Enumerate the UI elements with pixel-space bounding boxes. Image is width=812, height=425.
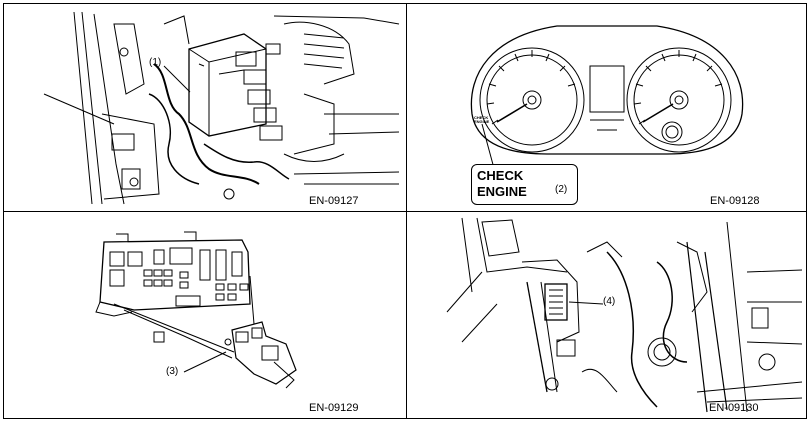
mini-fuse-rows (143, 269, 249, 301)
check-engine-lamp-callout (471, 164, 578, 205)
left-dial-ticks (486, 50, 576, 125)
connector-location-illustration (446, 217, 803, 413)
callout-3: (3) (166, 366, 179, 377)
panel-divider-horizontal (4, 211, 806, 212)
lamp-indicator-line1: CHECK (474, 115, 489, 120)
check-engine-lamp-label: CHECK ENGINE (477, 168, 527, 200)
panel-connector-location: (4) EN-09130 (407, 212, 808, 420)
callout-4: (4) (603, 296, 616, 307)
panel-ecm-location: (1) EN-09127 (4, 4, 406, 211)
panel-fuse-box: (3) EN-09129 (4, 212, 406, 420)
fuse-box-illustration (95, 231, 297, 389)
lamp-label-line2: ENGINE (477, 184, 527, 199)
check-engine-lamp-indicator: CHECK ENGINE (474, 116, 489, 124)
figure-code: EN-09127 (309, 195, 359, 207)
panel-combination-meter: CHECK ENGINE CHECK ENGINE (2) EN-09128 (407, 4, 808, 211)
figure-code: EN-09130 (709, 402, 759, 414)
lamp-label-line1: CHECK (477, 168, 524, 183)
ecm-location-illustration (43, 11, 400, 205)
figure-code: EN-09129 (309, 402, 359, 414)
combination-meter-illustration (470, 25, 744, 191)
callout-1: (1) (149, 57, 162, 68)
figure-code: EN-09128 (710, 195, 760, 207)
figure-sheet: (1) EN-09127 (3, 3, 807, 419)
right-dial-ticks (633, 50, 723, 125)
callout-2: (2) (555, 184, 568, 195)
lamp-indicator-line2: ENGINE (474, 119, 490, 124)
